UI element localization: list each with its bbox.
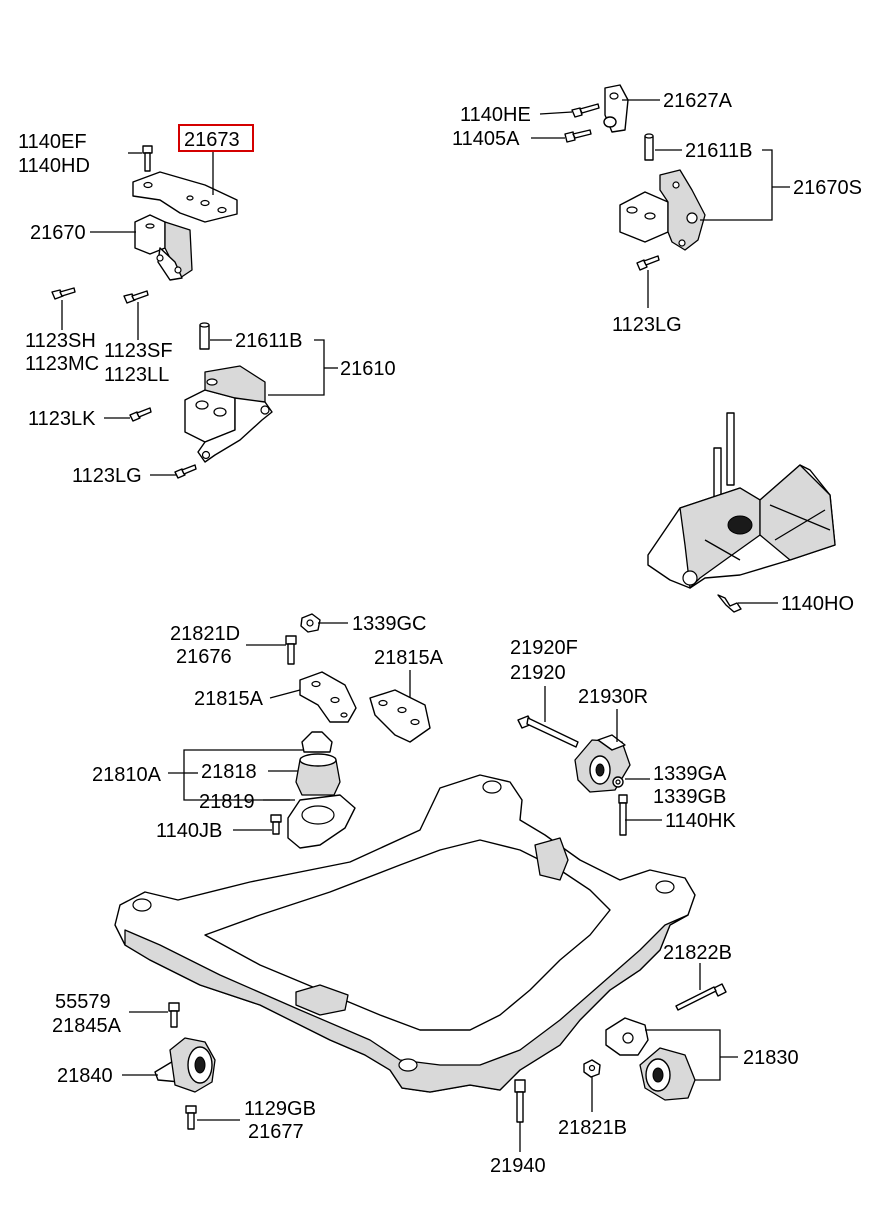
- bolt-1129gb: [185, 1105, 197, 1130]
- label-21670: 21670: [30, 222, 86, 244]
- bolt-1123lk: [129, 407, 152, 422]
- subframe: [114, 774, 696, 1093]
- bolt-1140he: [571, 103, 600, 118]
- part-labels: 1140EF 1140HD 21673 21670 1123SH 1123MC …: [18, 90, 862, 1177]
- nut-21821b: [583, 1059, 601, 1078]
- label-21819: 21819: [199, 791, 255, 813]
- bracket-21627a: [603, 84, 629, 133]
- label-21611b-right: 21611B: [685, 140, 752, 162]
- label-21610: 21610: [340, 358, 396, 380]
- label-21940: 21940: [490, 1155, 546, 1177]
- bolt-1123sh: [51, 287, 76, 300]
- transmission-bracket: [647, 412, 836, 589]
- label-1140he: 1140HE: [460, 104, 531, 126]
- bolt-1140ho: [717, 594, 742, 613]
- label-21840: 21840: [57, 1065, 113, 1087]
- label-1140hd: 1140HD: [18, 155, 90, 177]
- bolt-1123lg-left: [174, 464, 197, 479]
- bolt-1140hk: [618, 794, 628, 836]
- insulator-21818: [295, 731, 341, 796]
- label-21810a: 21810A: [92, 764, 162, 786]
- label-1140ho: 1140HO: [781, 593, 854, 615]
- label-1140hk: 1140HK: [665, 810, 736, 832]
- bushing-21840: [154, 1037, 216, 1093]
- bolt-1123sf: [123, 290, 149, 304]
- engine-mount-21610: [184, 365, 273, 463]
- highlight-box: [178, 124, 254, 152]
- bolt-1123lg-right: [636, 255, 660, 271]
- label-21821b: 21821B: [558, 1117, 627, 1139]
- bolt-1140jb: [270, 814, 282, 835]
- nut-1339gc: [300, 613, 321, 633]
- label-21930r: 21930R: [578, 686, 648, 708]
- mount-21670: [134, 214, 193, 281]
- label-21822b: 21822B: [663, 942, 732, 964]
- bolt-11405a: [564, 129, 592, 143]
- label-21815a-right: 21815A: [374, 647, 444, 669]
- label-1339ga: 1339GA: [653, 763, 727, 785]
- bolt-21821d: [285, 635, 297, 665]
- label-21611b-left: 21611B: [235, 330, 302, 352]
- label-21670s: 21670S: [793, 177, 862, 199]
- label-21627a: 21627A: [663, 90, 733, 112]
- label-21920f: 21920F: [510, 637, 578, 659]
- label-21821d: 21821D: [170, 623, 240, 645]
- label-1339gb: 1339GB: [653, 786, 726, 808]
- label-21677: 21677: [248, 1121, 304, 1143]
- label-55579: 55579: [55, 991, 111, 1013]
- label-1123lg-right: 1123LG: [612, 314, 682, 336]
- label-1123mc: 1123MC: [25, 353, 99, 375]
- label-11405a: 11405A: [452, 128, 520, 150]
- label-1123sf: 1123SF: [104, 340, 173, 362]
- bolt-21940: [514, 1079, 526, 1123]
- bolt-21822b: [675, 983, 727, 1011]
- bracket-21819: [287, 794, 356, 849]
- bolt-1140ef: [142, 145, 153, 172]
- label-1123sh: 1123SH: [25, 330, 96, 352]
- bolt-55579: [168, 1002, 180, 1028]
- label-1140jb: 1140JB: [156, 820, 222, 842]
- label-21676: 21676: [176, 646, 232, 668]
- label-1123ll: 1123LL: [104, 364, 169, 386]
- bushing-21830: [639, 1047, 696, 1101]
- label-21845a: 21845A: [52, 1015, 122, 1037]
- stud-21611b-left: [199, 322, 210, 350]
- label-1140ef: 1140EF: [18, 131, 87, 153]
- bracket-21673: [132, 171, 238, 223]
- label-21673: 21673: [184, 129, 240, 151]
- label-21815a-left: 21815A: [194, 688, 264, 710]
- label-1339gc: 1339GC: [352, 613, 427, 635]
- bracket-21830: [605, 1017, 649, 1056]
- bracket-21815a-left: [299, 671, 357, 723]
- bolt-21920: [517, 715, 579, 748]
- label-1129gb: 1129GB: [244, 1098, 316, 1120]
- label-21920: 21920: [510, 662, 566, 684]
- leader-lines: [61, 99, 790, 1152]
- label-21830: 21830: [743, 1047, 799, 1069]
- nut-1339ga: [612, 776, 624, 788]
- label-21818: 21818: [201, 761, 257, 783]
- label-1123lg-left: 1123LG: [72, 465, 142, 487]
- label-1123lk: 1123LK: [28, 408, 96, 430]
- mount-21670s: [619, 169, 706, 251]
- stud-21611b-right: [644, 133, 654, 161]
- bracket-21815a-right: [369, 689, 431, 743]
